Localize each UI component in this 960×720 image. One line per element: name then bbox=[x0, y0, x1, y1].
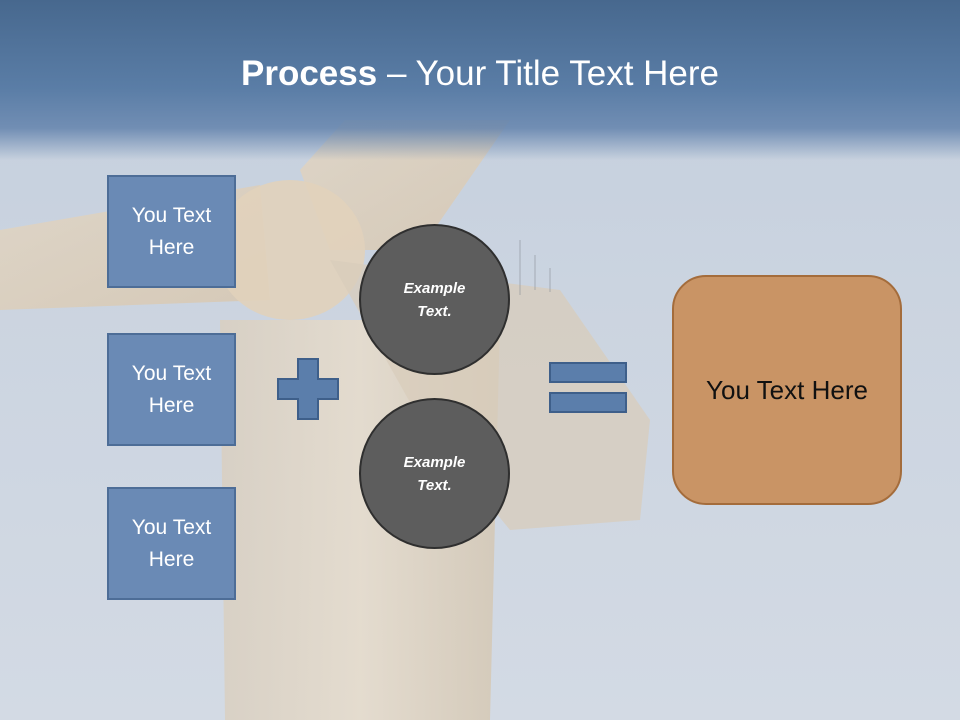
input-text-box-1-label: You Text Here bbox=[131, 203, 212, 259]
title-rest-text: – Your Title Text Here bbox=[377, 54, 719, 93]
title-band bbox=[0, 0, 960, 160]
example-circle-2[interactable]: Example Text. bbox=[359, 398, 510, 549]
plus-icon bbox=[277, 358, 339, 420]
example-circle-2-label: Example Text. bbox=[403, 453, 466, 494]
example-circle-1-label: Example Text. bbox=[403, 279, 466, 320]
result-box-label: You Text Here bbox=[706, 374, 868, 405]
input-text-box-3[interactable]: You Text Here bbox=[107, 487, 236, 600]
input-text-box-2[interactable]: You Text Here bbox=[107, 333, 236, 446]
equals-icon bbox=[549, 362, 627, 413]
result-box[interactable]: You Text Here bbox=[672, 275, 902, 505]
example-circle-1[interactable]: Example Text. bbox=[359, 224, 510, 375]
title-bold-word: Process bbox=[241, 54, 378, 93]
input-text-box-2-label: You Text Here bbox=[131, 361, 212, 417]
input-text-box-1[interactable]: You Text Here bbox=[107, 175, 236, 288]
slide-title: Process – Your Title Text Here bbox=[0, 52, 960, 96]
input-text-box-3-label: You Text Here bbox=[131, 515, 212, 571]
